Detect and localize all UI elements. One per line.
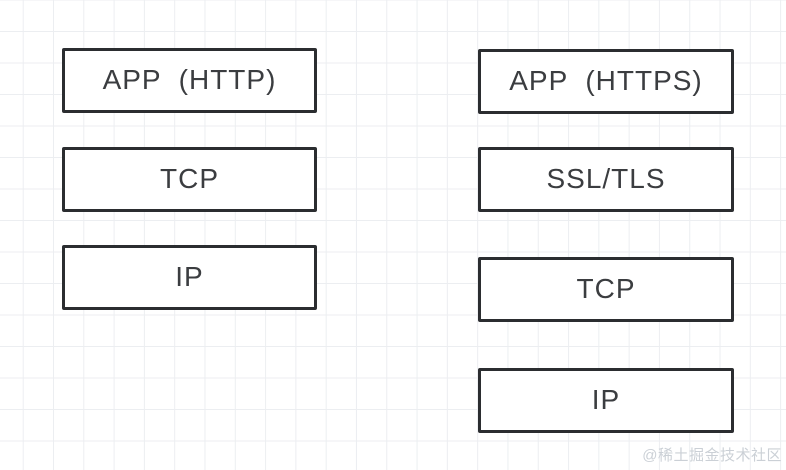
watermark-text: @稀土掘金技术社区 [642, 447, 782, 464]
layer-box-tcp-https-stack: TCP [478, 257, 734, 322]
layer-box-ssl-tls: SSL/TLS [478, 147, 734, 212]
layer-label-ssl-tls: SSL/TLS [546, 162, 666, 194]
layer-box-app-http: APP (HTTP) [62, 48, 317, 113]
layer-label-ip-http-stack: IP [175, 260, 204, 292]
layer-label-app-https: APP (HTTPS) [509, 64, 703, 96]
layer-box-ip-https-stack: IP [478, 368, 734, 433]
layer-box-tcp-http-stack: TCP [62, 147, 317, 212]
layer-label-tcp-https-stack: TCP [576, 272, 636, 304]
layer-label-tcp-http-stack: TCP [160, 162, 219, 194]
layer-box-ip-http-stack: IP [62, 245, 317, 310]
layer-label-ip-https-stack: IP [591, 383, 621, 415]
layer-label-app-http: APP (HTTP) [102, 63, 277, 95]
layer-box-app-https: APP (HTTPS) [478, 49, 734, 114]
